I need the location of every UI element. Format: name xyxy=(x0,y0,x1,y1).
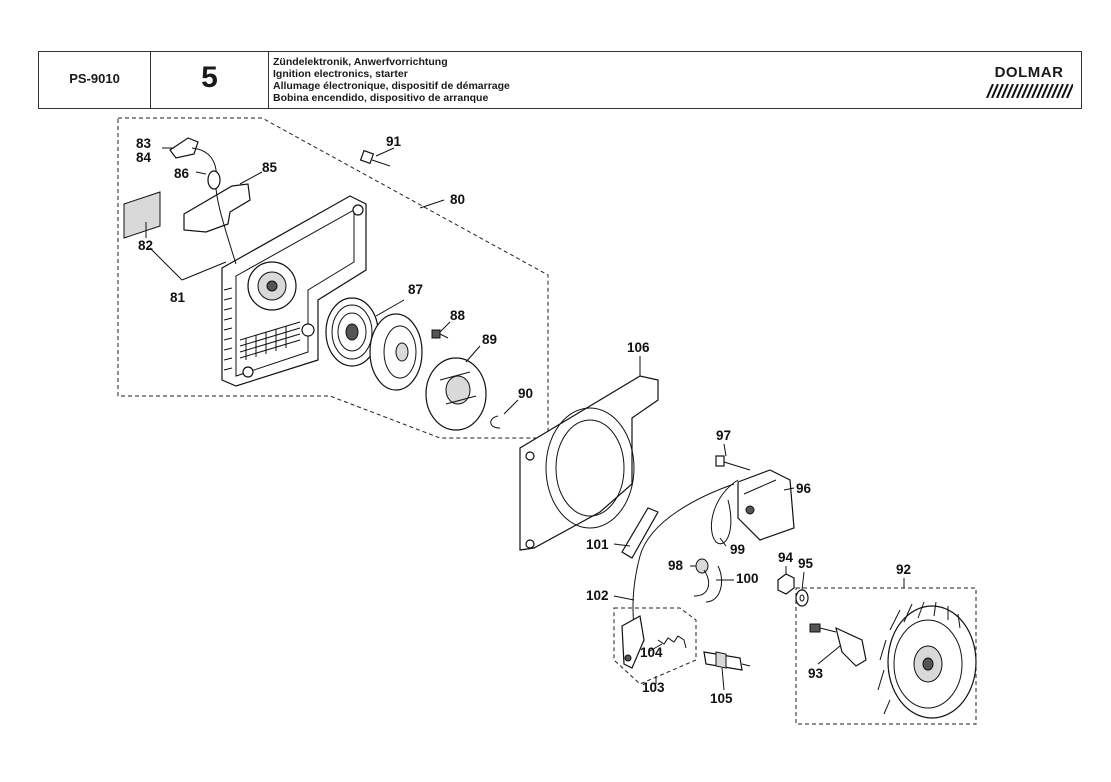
grip-insert xyxy=(169,137,199,159)
callout-99: 99 xyxy=(730,542,745,557)
callout-105: 105 xyxy=(710,691,733,706)
callout-80: 80 xyxy=(450,192,465,207)
callout-87: 87 xyxy=(408,282,423,297)
flywheel-group-boundary xyxy=(795,587,977,725)
callout-88: 88 xyxy=(450,308,466,323)
spark-plug xyxy=(703,651,751,671)
model-cell: PS-9010 xyxy=(39,52,151,108)
grommet xyxy=(695,558,709,574)
air-guide-plate xyxy=(519,375,659,551)
callout-90: 90 xyxy=(518,386,533,401)
callout-92: 92 xyxy=(896,562,911,577)
callout-100: 100 xyxy=(736,571,759,586)
screw-88 xyxy=(431,329,449,339)
ground-wire xyxy=(710,479,739,545)
page-number-cell: 5 xyxy=(151,52,269,108)
flywheel xyxy=(877,601,977,719)
callout-89: 89 xyxy=(482,332,497,347)
page-number: 5 xyxy=(201,61,218,94)
spark-plug-boot-boundary xyxy=(613,607,697,685)
callout-91: 91 xyxy=(386,134,402,149)
callout-82: 82 xyxy=(138,238,153,253)
callout-103: 103 xyxy=(642,680,665,695)
model-number: PS-9010 xyxy=(69,71,120,86)
rewind-spring xyxy=(325,297,379,367)
callout-83: 83 xyxy=(136,136,152,151)
starter-pawl xyxy=(809,623,867,667)
ignition-coil xyxy=(737,469,795,541)
title-french: Allumage électronique, dispositif de dém… xyxy=(273,80,510,92)
callout-106: 106 xyxy=(627,340,650,355)
callout-84: 84 xyxy=(136,150,152,165)
contact-spring xyxy=(657,635,687,649)
screw-97 xyxy=(715,455,751,471)
title-english: Ignition electronics, starter xyxy=(273,68,408,80)
callout-81: 81 xyxy=(170,290,186,305)
rope-sleeve xyxy=(207,170,221,190)
brand-stripes-icon xyxy=(985,84,1073,98)
callout-104: 104 xyxy=(640,645,663,660)
callout-102: 102 xyxy=(586,588,609,603)
callout-95: 95 xyxy=(798,556,814,571)
rope-pulley xyxy=(369,313,423,391)
circlip xyxy=(490,415,501,429)
callout-85: 85 xyxy=(262,160,278,175)
starter-handle xyxy=(183,183,251,233)
label-plate xyxy=(123,191,161,239)
title-spanish: Bobina encendido, dispositivo de arranqu… xyxy=(273,92,489,104)
brand-logo: DOLMAR xyxy=(985,62,1073,102)
screw-91 xyxy=(359,149,391,167)
brand-name: DOLMAR xyxy=(994,64,1064,81)
ratchet-disc xyxy=(425,357,487,431)
leader-lines xyxy=(145,147,905,691)
starter-housing xyxy=(221,195,367,387)
starter-group-boundary xyxy=(117,117,549,439)
title-german: Zündelektronik, Anwerfvorrichtung xyxy=(273,56,448,68)
cable-sleeve xyxy=(621,507,659,559)
flywheel-nut xyxy=(777,573,795,595)
callout-98: 98 xyxy=(668,558,684,573)
title-cell: Zündelektronik, Anwerfvorrichtung Igniti… xyxy=(269,52,969,108)
callout-94: 94 xyxy=(778,550,794,565)
ignition-cable xyxy=(632,483,735,627)
callout-96: 96 xyxy=(796,481,812,496)
callout-101: 101 xyxy=(586,537,609,552)
short-cable xyxy=(693,565,722,603)
spring-washer xyxy=(795,589,809,607)
spark-plug-boot xyxy=(621,615,645,669)
callout-86: 86 xyxy=(174,166,190,181)
callout-97: 97 xyxy=(716,428,731,443)
callout-93: 93 xyxy=(808,666,824,681)
parts-page-header: PS-9010 5 Zündelektronik, Anwerfvorricht… xyxy=(38,51,1082,109)
